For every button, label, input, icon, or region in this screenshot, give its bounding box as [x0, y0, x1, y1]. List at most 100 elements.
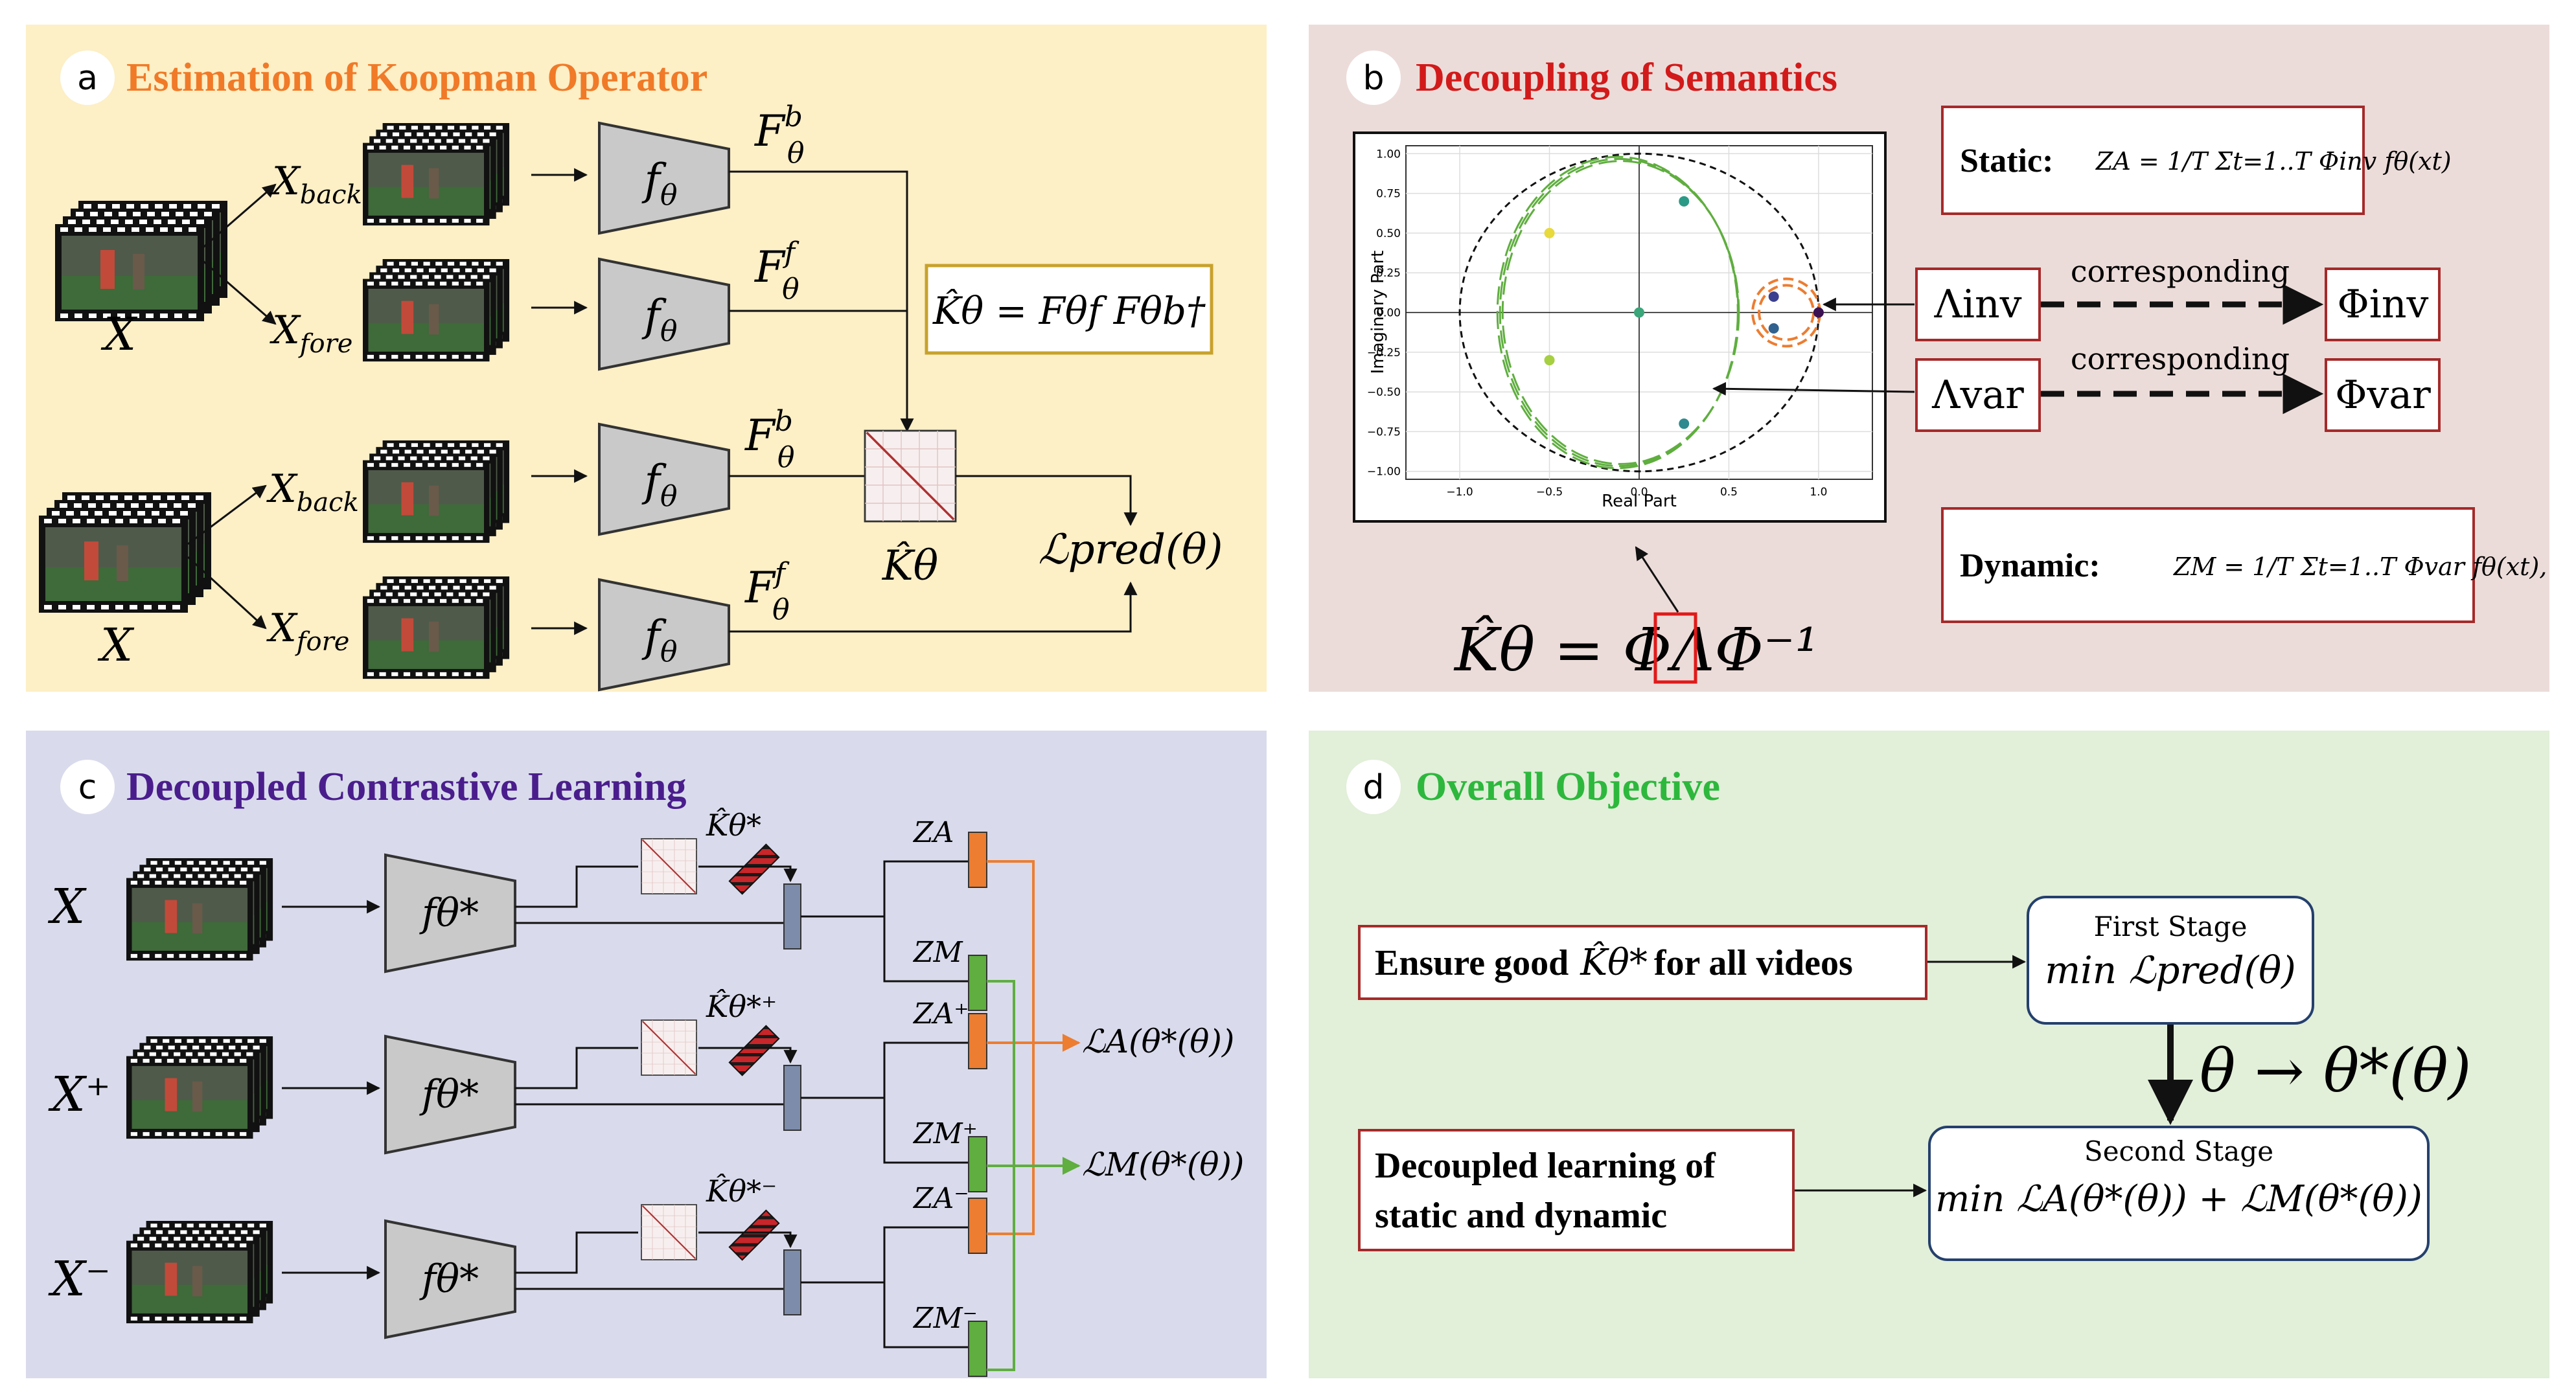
y-tick-label: −0.25: [1367, 347, 1401, 359]
lambda-inv-label: Λinv: [1933, 282, 2021, 327]
video-stack-fore-top: [363, 259, 509, 361]
encoder-label-negative: fθ*: [419, 1257, 479, 1302]
eigenvalue-plot-ylabel: Imaginary Part: [1368, 251, 1388, 374]
positive-input-label: X⁺: [48, 1067, 111, 1122]
dynamic-code-anchor: [968, 955, 987, 1011]
corresponding-label-var: corresponding: [2071, 341, 2290, 376]
phi-inv-label: Φinv: [2338, 282, 2429, 327]
koopman-matrix-a: [864, 429, 957, 523]
ensure-good-box: [1358, 925, 1927, 1000]
projection-bar-positive: [783, 1065, 801, 1131]
eigenvalue-point-4: [1679, 196, 1690, 207]
x-fore-label-top: Xfore: [270, 308, 352, 359]
dynamic-label: Dynamic:: [1960, 547, 2100, 584]
encoder-label-positive: fθ*: [419, 1072, 479, 1117]
panel-d-background: [1309, 731, 2549, 1378]
second-stage-title: Second Stage: [2084, 1135, 2273, 1167]
panel-d-letter-badge: [1346, 760, 1401, 814]
koopman-matrix-anchor: [640, 837, 698, 895]
panel-c-letter: c: [78, 768, 97, 807]
x-fore-label-bottom: Xfore: [266, 606, 349, 657]
phi-inv-box: [2325, 267, 2441, 341]
phi-var-label: Φvar: [2335, 372, 2431, 418]
loss-a-label: ℒA(θ*(θ)): [1082, 1023, 1234, 1060]
second-stage-objective: min ℒA(θ*(θ)) + ℒM(θ*(θ)): [1935, 1178, 2422, 1220]
static-code-label-positive: ZA⁺: [912, 997, 969, 1030]
encoder-negative: [384, 1219, 516, 1339]
static-code-positive: [968, 1013, 987, 1069]
second-stage-box: [1928, 1126, 2430, 1261]
static-code-label-anchor: ZA: [912, 816, 954, 849]
decoupled-line-1: Decoupled learning of: [1375, 1146, 1716, 1186]
dynamic-code-label-anchor: ZM: [912, 936, 963, 969]
video-stack-input-top: [55, 201, 227, 321]
first-stage-box: [2027, 896, 2314, 1025]
dynamic-code-negative: [968, 1321, 987, 1377]
panel-b-letter: b: [1363, 59, 1384, 98]
panel-a-letter-badge: [60, 51, 115, 105]
koopman-matrix-positive: [640, 1019, 698, 1076]
static-code-anchor: [968, 832, 987, 888]
koopman-decomposition: K̂θ = ΦΛΦ⁻¹: [1453, 615, 1819, 685]
panel-a-letter: a: [77, 59, 98, 98]
eigenvalue-plot-points: [1544, 196, 1824, 429]
lambda-var-box: [1915, 358, 2041, 432]
koopman-label-anchor: K̂θ*: [706, 808, 761, 843]
input-label-bottom: X: [97, 619, 135, 672]
corresponding-label-inv: corresponding: [2071, 254, 2290, 289]
x-tick-label: 0.5: [1720, 486, 1738, 499]
y-tick-label: 0.75: [1376, 188, 1401, 201]
static-code-label-negative: ZA⁻: [912, 1182, 969, 1215]
y-tick-label: 0.00: [1376, 307, 1401, 320]
x-tick-label: 0.0: [1630, 486, 1648, 499]
y-tick-label: 0.50: [1376, 227, 1401, 240]
contrastive-row-positive: fθ*K̂θ*⁺ZA⁺ZM⁺: [282, 989, 987, 1192]
y-tick-label: 0.25: [1376, 267, 1401, 280]
eigenvalue-point-8: [1813, 307, 1824, 318]
decoupled-learning-box: [1358, 1129, 1795, 1251]
video-stack-positive: [126, 1036, 273, 1139]
eigenvalue-point-2: [1544, 355, 1555, 366]
encoder-a4: fθ: [598, 578, 730, 692]
panel-c: c Decoupled Contrastive Learning X X⁺ X⁻…: [26, 731, 1267, 1378]
panel-a: a Estimation of Koopman Operator X Xback…: [26, 25, 1267, 692]
encoder-positive: [384, 1034, 516, 1155]
eigenvalue-plot-xlabel: Real Part: [1602, 492, 1677, 511]
dynamic-code-positive: [968, 1136, 987, 1192]
y-tick-label: −0.75: [1367, 426, 1401, 438]
phi-var-box: [2325, 358, 2441, 432]
panel-a-title: Estimation of Koopman Operator: [126, 56, 707, 100]
encoder-a2: fθ: [598, 257, 730, 371]
svg-text:fθ: fθ: [641, 291, 678, 348]
decoupled-line-2: static and dynamic: [1375, 1196, 1667, 1236]
koopman-formula-box: [925, 264, 1213, 355]
y-tick-label: −1.00: [1367, 466, 1401, 479]
koopman-label-a: K̂θ: [882, 541, 938, 590]
dynamic-code-label-negative: ZM⁻: [912, 1302, 978, 1335]
video-stack-fore-bottom: [363, 576, 509, 679]
panel-b-title: Decoupling of Semantics: [1416, 56, 1837, 100]
operator-block-positive: [728, 1025, 780, 1076]
x-tick-label: −0.5: [1536, 486, 1563, 499]
encoder-a3: fθ: [598, 422, 730, 536]
panel-c-title: Decoupled Contrastive Learning: [126, 765, 687, 809]
eigenvalue-point-6: [1768, 291, 1779, 302]
eigenvalue-point-7: [1768, 323, 1779, 334]
static-code-negative: [968, 1198, 987, 1254]
video-stack-negative: [126, 1221, 273, 1323]
panel-d-title: Overall Objective: [1416, 765, 1720, 809]
panel-d-letter: d: [1363, 768, 1384, 807]
video-stack-back-bottom: [363, 440, 509, 543]
encoder-a1: fθ: [598, 121, 730, 235]
theta-transition-label: θ → θ*(θ): [2200, 1036, 2472, 1106]
operator-block-negative: [728, 1209, 780, 1261]
x-back-label-top: Xback: [270, 159, 362, 210]
first-stage-title: First Stage: [2094, 911, 2248, 942]
koopman-matrix-negative: [640, 1203, 698, 1261]
